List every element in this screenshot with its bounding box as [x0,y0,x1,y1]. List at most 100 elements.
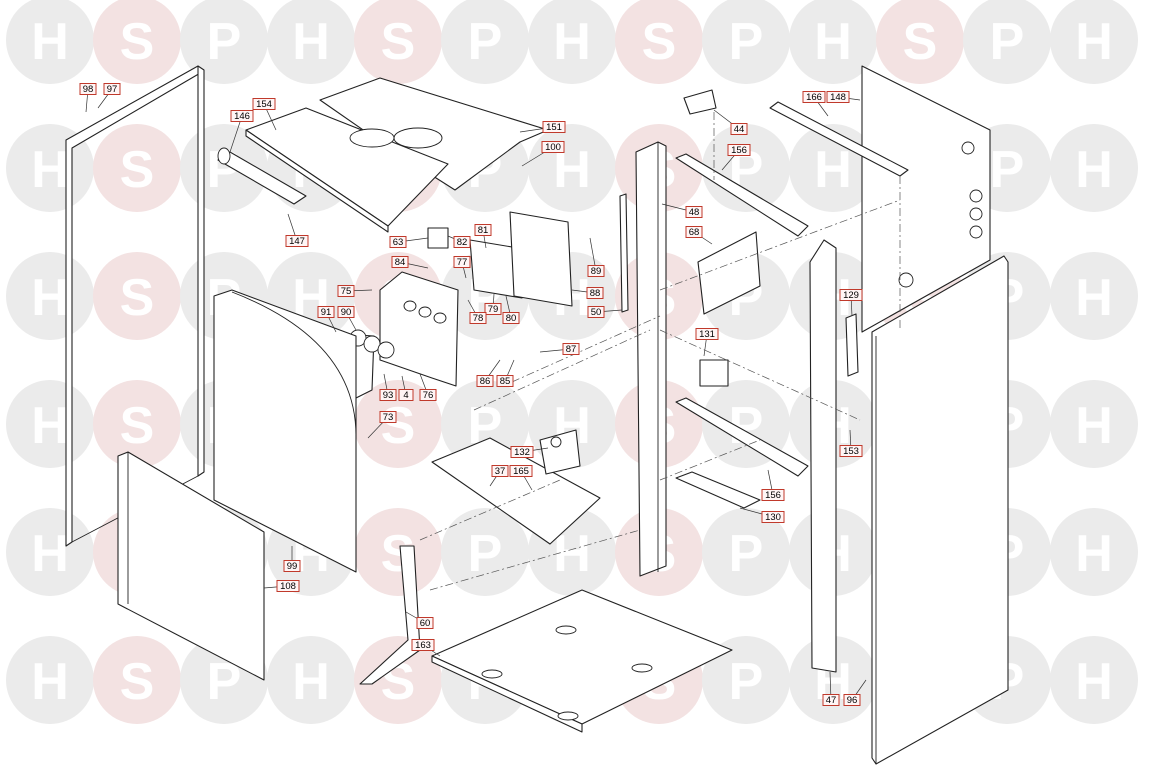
callout-91[interactable]: 91 [317,306,335,319]
callout-box[interactable] [419,389,437,401]
callout-166[interactable]: 166 [802,91,826,104]
callout-box[interactable] [510,446,534,458]
callout-156[interactable]: 156 [727,144,751,157]
callout-box[interactable] [685,206,703,218]
callout-box[interactable] [509,465,533,477]
callout-84[interactable]: 84 [391,256,409,269]
callout-85[interactable]: 85 [496,375,514,388]
callout-box[interactable] [562,343,580,355]
callout-68[interactable]: 68 [685,226,703,239]
callout-73[interactable]: 73 [379,411,397,424]
callout-box[interactable] [337,306,355,318]
callout-93[interactable]: 93 [379,389,397,402]
callout-box[interactable] [398,389,414,401]
callout-box[interactable] [685,226,703,238]
callout-box[interactable] [491,465,509,477]
callout-76[interactable]: 76 [419,389,437,402]
callout-box[interactable] [727,144,751,156]
callout-box[interactable] [695,328,719,340]
callout-131[interactable]: 131 [695,328,719,341]
callout-box[interactable] [496,375,514,387]
callout-147[interactable]: 147 [285,235,309,248]
callout-box[interactable] [822,694,840,706]
watermark-circle [354,636,442,724]
callout-151[interactable]: 151 [542,121,566,134]
callout-44[interactable]: 44 [730,123,748,136]
callout-box[interactable] [587,265,605,277]
callout-108[interactable]: 108 [276,580,300,593]
callout-box[interactable] [839,289,863,301]
callout-box[interactable] [761,511,785,523]
callout-156[interactable]: 156 [761,489,785,502]
callout-90[interactable]: 90 [337,306,355,319]
callout-75[interactable]: 75 [337,285,355,298]
callout-box[interactable] [839,445,863,457]
callout-77[interactable]: 77 [453,256,471,269]
callout-box[interactable] [541,141,565,153]
callout-box[interactable] [469,312,487,324]
callout-box[interactable] [502,312,520,324]
callout-box[interactable] [416,617,434,629]
callout-box[interactable] [586,287,604,299]
callout-box[interactable] [389,236,407,248]
callout-box[interactable] [826,91,850,103]
callout-100[interactable]: 100 [541,141,565,154]
callout-number: 148 [830,92,846,103]
callout-box[interactable] [391,256,409,268]
callout-80[interactable]: 80 [502,312,520,325]
callout-132[interactable]: 132 [510,446,534,459]
callout-4[interactable]: 4 [398,389,414,402]
callout-box[interactable] [285,235,309,247]
callout-130[interactable]: 130 [761,511,785,524]
callout-79[interactable]: 79 [484,303,502,316]
callout-box[interactable] [411,639,435,651]
support-strut [359,545,421,685]
callout-148[interactable]: 148 [826,91,850,104]
callout-165[interactable]: 165 [509,465,533,478]
callout-box[interactable] [283,560,301,572]
callout-box[interactable] [474,224,492,236]
callout-60[interactable]: 60 [416,617,434,630]
callout-box[interactable] [453,256,471,268]
callout-87[interactable]: 87 [562,343,580,356]
callout-box[interactable] [587,306,605,318]
callout-86[interactable]: 86 [476,375,494,388]
callout-box[interactable] [337,285,355,297]
callout-89[interactable]: 89 [587,265,605,278]
callout-146[interactable]: 146 [230,110,254,123]
callout-box[interactable] [843,694,861,706]
callout-box[interactable] [484,303,502,315]
callout-37[interactable]: 37 [491,465,509,478]
callout-box[interactable] [103,83,121,95]
callout-63[interactable]: 63 [389,236,407,249]
callout-box[interactable] [276,580,300,592]
callout-78[interactable]: 78 [469,312,487,325]
callout-47[interactable]: 47 [822,694,840,707]
callout-box[interactable] [802,91,826,103]
callout-box[interactable] [730,123,748,135]
callout-153[interactable]: 153 [839,445,863,458]
callout-box[interactable] [79,83,97,95]
callout-48[interactable]: 48 [685,206,703,219]
callout-box[interactable] [761,489,785,501]
callout-129[interactable]: 129 [839,289,863,302]
callout-box[interactable] [379,411,397,423]
callout-50[interactable]: 50 [587,306,605,319]
callout-97[interactable]: 97 [103,83,121,96]
callout-163[interactable]: 163 [411,639,435,652]
callout-88[interactable]: 88 [586,287,604,300]
callout-box[interactable] [230,110,254,122]
callout-box[interactable] [453,236,471,248]
callout-154[interactable]: 154 [252,98,276,111]
callout-box[interactable] [252,98,276,110]
callout-99[interactable]: 99 [283,560,301,573]
callout-82[interactable]: 82 [453,236,471,249]
watermark-letter: H [1075,653,1113,711]
callout-box[interactable] [476,375,494,387]
callout-98[interactable]: 98 [79,83,97,96]
callout-box[interactable] [379,389,397,401]
callout-81[interactable]: 81 [474,224,492,237]
callout-box[interactable] [542,121,566,133]
callout-96[interactable]: 96 [843,694,861,707]
callout-box[interactable] [317,306,335,318]
